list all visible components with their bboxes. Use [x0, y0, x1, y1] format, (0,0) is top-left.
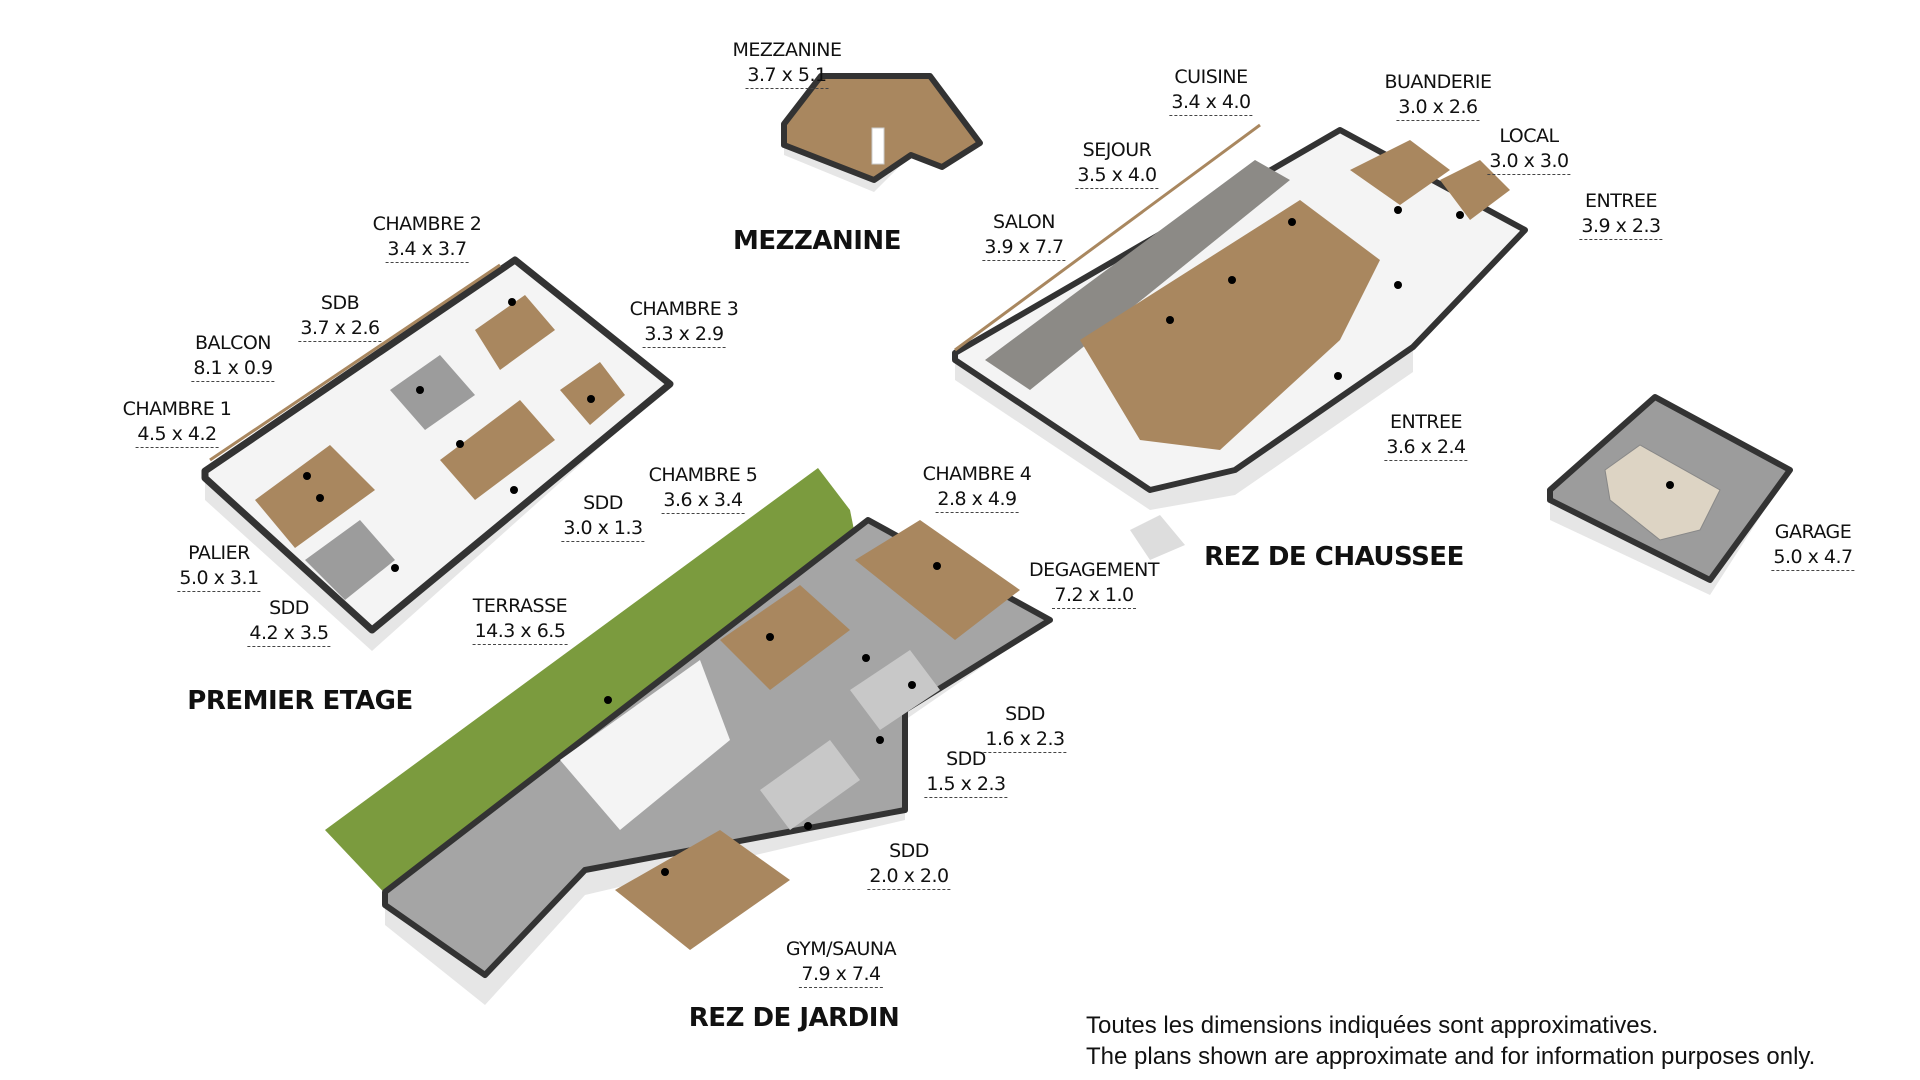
rez-de-chaussee-plan	[952, 123, 1528, 560]
floor-title-rez-de-jardin: REZ DE JARDIN	[688, 1003, 900, 1033]
mezzanine-plan	[781, 73, 983, 192]
garage-plan	[1547, 394, 1793, 595]
floor-title-mezzanine: MEZZANINE	[733, 226, 901, 256]
disclaimer-en: The plans shown are approximate and for …	[1086, 1043, 1816, 1070]
floor-title-premier-etage: PREMIER ETAGE	[187, 686, 413, 716]
disclaimer-fr: Toutes les dimensions indiquées sont app…	[1086, 1012, 1659, 1039]
disclaimer: Toutes les dimensions indiquées sont app…	[1086, 1010, 1815, 1072]
rez-de-jardin-plan	[325, 468, 1053, 1005]
floor-title-rez-de-chaussee: REZ DE CHAUSSEE	[1204, 542, 1464, 572]
room-markers	[303, 206, 1674, 876]
premier-etage-plan	[201, 256, 674, 651]
